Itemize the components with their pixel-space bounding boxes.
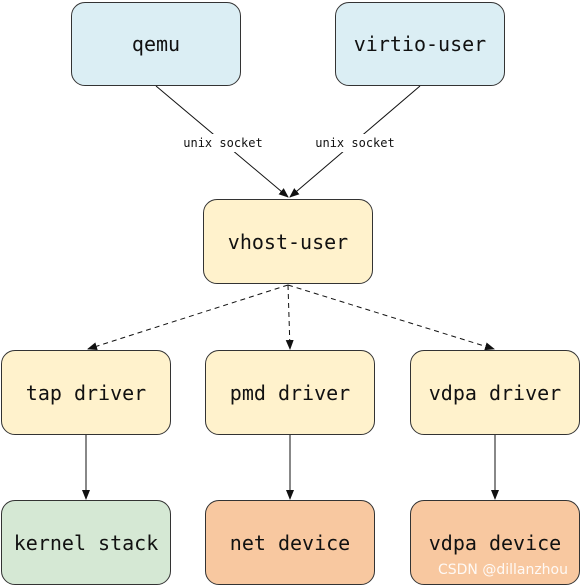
edge-label-virtio: unix socket bbox=[315, 136, 394, 150]
node-qemu: qemu bbox=[71, 2, 241, 86]
node-vhost-user-label: vhost-user bbox=[227, 229, 349, 254]
node-virtio-user-label: virtio-user bbox=[353, 32, 487, 56]
node-virtio-user: virtio-user bbox=[335, 2, 505, 86]
node-kernel-stack: kernel stack bbox=[1, 500, 171, 585]
node-net-device: net device bbox=[205, 500, 375, 585]
edge-vhost-to-vdpa bbox=[287, 284, 495, 351]
node-pmd-driver: pmd driver bbox=[205, 350, 375, 435]
node-vdpa-driver: vdpa driver bbox=[410, 350, 580, 435]
edge-label-bg bbox=[309, 134, 401, 152]
node-vdpa-driver-label: vdpa driver bbox=[428, 380, 562, 405]
node-tap-driver-label: tap driver bbox=[25, 380, 147, 405]
node-pmd-driver-label: pmd driver bbox=[229, 380, 351, 405]
watermark-text: CSDN @dillanzhou bbox=[437, 562, 568, 578]
edge-label-bg bbox=[177, 134, 269, 152]
node-tap-driver: tap driver bbox=[1, 350, 171, 435]
node-kernel-stack-label: kernel stack bbox=[13, 530, 159, 555]
node-vdpa-device-label: vdpa device bbox=[428, 530, 562, 555]
node-vdpa-device: vdpa device bbox=[410, 500, 580, 585]
node-net-device-label: net device bbox=[229, 530, 351, 555]
node-qemu-label: qemu bbox=[131, 32, 181, 56]
edge-label-qemu: unix socket bbox=[183, 136, 262, 150]
edge-vhost-to-pmd bbox=[285, 284, 294, 350]
node-vhost-user: vhost-user bbox=[203, 199, 373, 284]
edge-vhost-to-tap bbox=[87, 284, 289, 351]
